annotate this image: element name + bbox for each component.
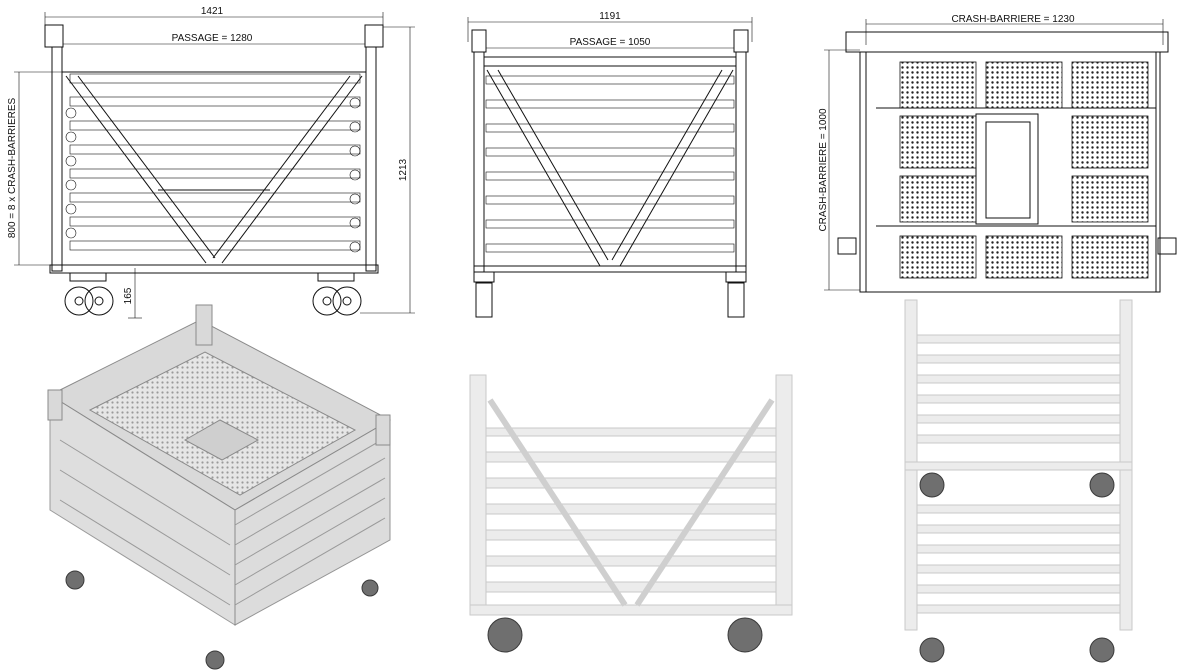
side-passage-dimension: PASSAGE = 1280 xyxy=(63,33,365,45)
side-passage-label: PASSAGE = 1280 xyxy=(172,33,253,44)
top-width-dimension: CRASH-BARRIERE = 1230 xyxy=(865,14,1164,45)
front-passage-dimension: PASSAGE = 1050 xyxy=(486,37,734,49)
side-overall-height-dimension: 1213 xyxy=(360,26,415,314)
front-frame xyxy=(471,29,749,273)
side-frame xyxy=(44,24,384,274)
side-barrier-stack-label: 800 = 8 x CRASH-BARRIERES xyxy=(7,98,18,239)
front-view: 1191 PASSAGE = 1050 xyxy=(467,11,753,318)
top-view: CRASH-BARRIERE = 1230 CRASH-BARRIERE = 1… xyxy=(818,14,1177,293)
side-wheels xyxy=(64,272,362,316)
side-ground-clearance-label: 165 xyxy=(123,287,134,304)
side-view: 1421 PASSAGE = 1280 1213 800 = 8 x CRASH… xyxy=(7,6,415,319)
ghost-front-view xyxy=(469,374,793,653)
top-depth-dimension: CRASH-BARRIERE = 1000 xyxy=(818,49,860,291)
front-passage-label: PASSAGE = 1050 xyxy=(570,37,651,48)
front-barrier-stack xyxy=(485,75,735,253)
ghost-stacked-view xyxy=(904,299,1133,663)
side-overall-width-label: 1421 xyxy=(201,6,224,17)
side-ground-clearance-dimension: 165 xyxy=(123,268,142,319)
side-barrier-stack-dimension: 800 = 8 x CRASH-BARRIERES xyxy=(7,71,70,266)
side-overall-height-label: 1213 xyxy=(398,158,409,181)
isometric-barrier-lines xyxy=(59,437,386,606)
front-overall-width-label: 1191 xyxy=(599,11,621,22)
top-perforated-panels xyxy=(899,61,1149,279)
isometric-view xyxy=(47,304,392,670)
front-wheels xyxy=(473,271,747,318)
side-barrier-stack xyxy=(65,73,361,253)
top-depth-label: CRASH-BARRIERE = 1000 xyxy=(818,108,829,232)
front-overall-width-dimension: 1191 xyxy=(467,11,753,42)
top-width-label: CRASH-BARRIERE = 1230 xyxy=(951,14,1075,25)
